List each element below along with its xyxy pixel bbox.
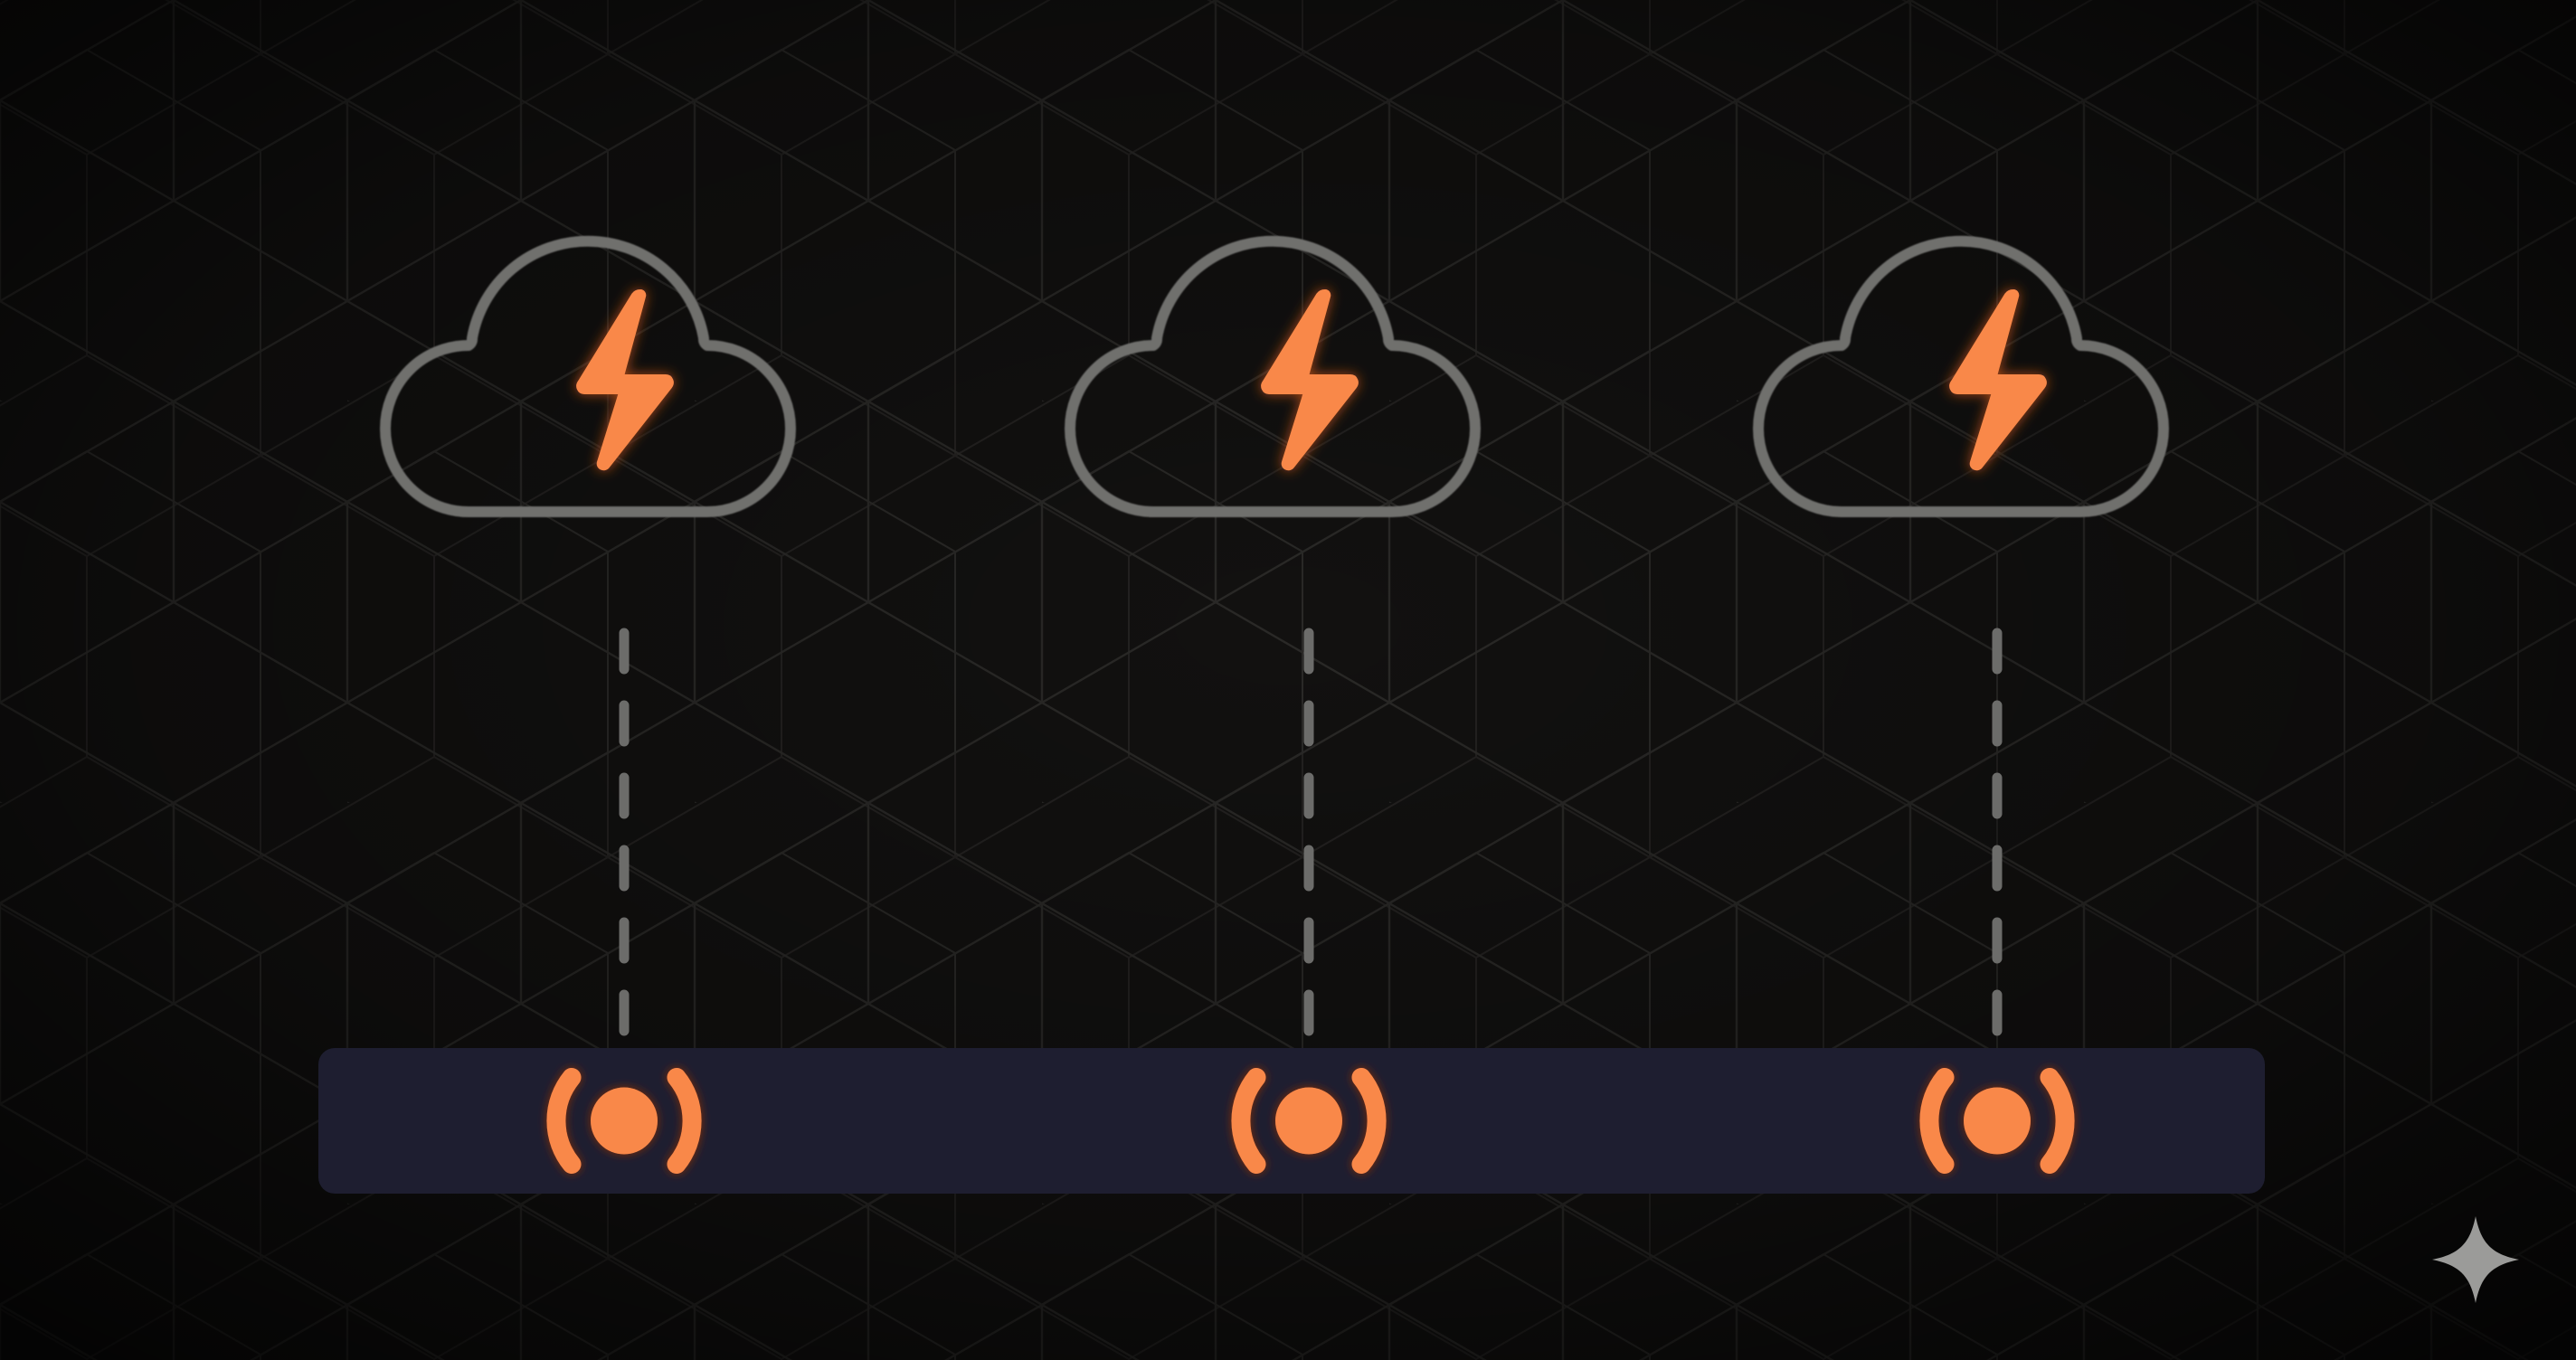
lightning-bolt-icon [576, 289, 674, 471]
cloud-node-2[interactable] [1070, 241, 1475, 1053]
lightning-bolt-icon [1949, 289, 2047, 471]
cloud-node-1[interactable] [385, 241, 791, 1053]
sparkle-icon [2432, 1216, 2519, 1303]
edge-bus-bar[interactable] [318, 1048, 2265, 1194]
lightning-bolt-icon [1261, 289, 1359, 471]
cloud-node-3[interactable] [1758, 241, 2164, 1053]
